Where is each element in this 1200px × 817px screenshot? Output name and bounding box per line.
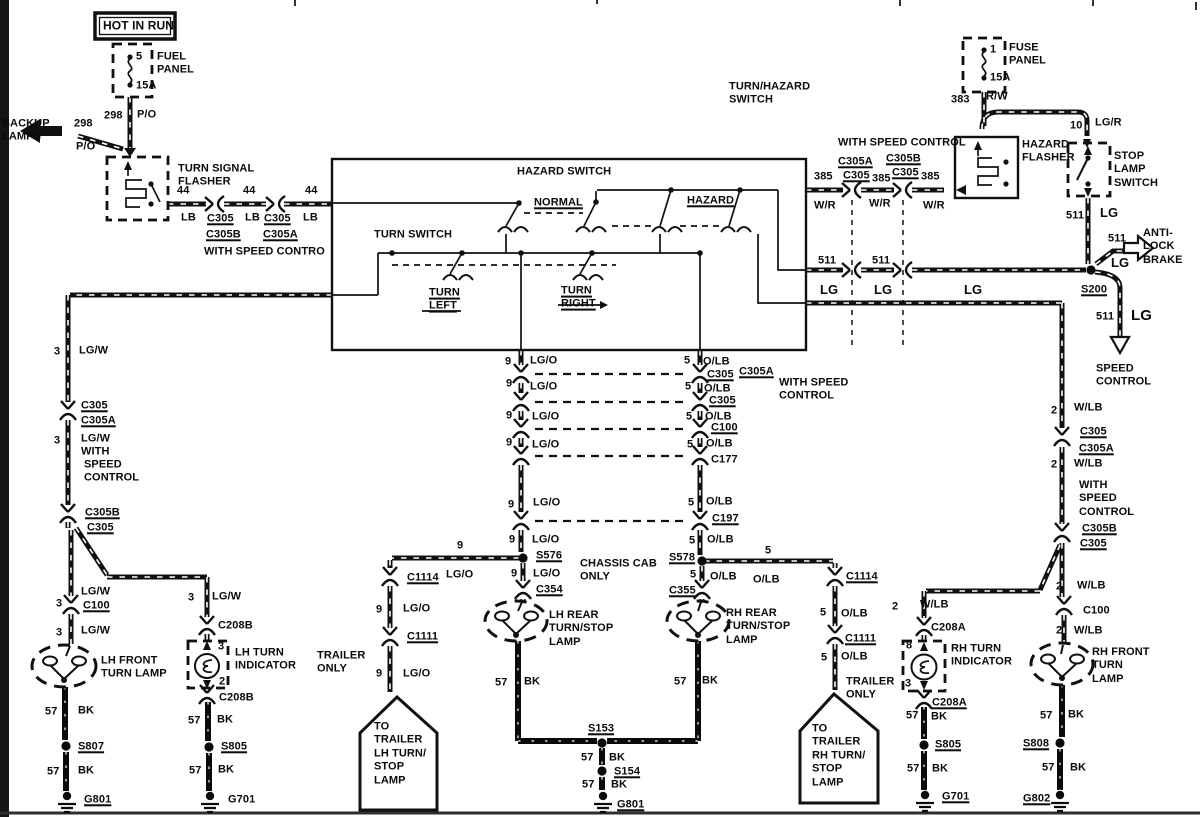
connector-icon — [691, 510, 709, 531]
ground-g701-right-icon — [916, 790, 934, 813]
connector-icon — [512, 445, 530, 466]
splice-s805-right-icon — [919, 740, 929, 750]
connector-icon — [691, 445, 709, 466]
trailer-rh-connector-shape — [798, 691, 880, 805]
connector-icon — [265, 195, 286, 213]
connector-icon — [691, 391, 709, 412]
trailer-lh-connector-shape — [358, 694, 439, 812]
connector-icon — [62, 594, 80, 615]
connector-icon — [892, 181, 913, 199]
connector-icon — [512, 418, 530, 439]
ground-symbols — [58, 790, 1069, 814]
connector-icon — [381, 626, 399, 647]
lh-rear-turn-stop-lamp-symbol — [483, 599, 549, 643]
splice-s578-icon — [697, 556, 707, 566]
connector-icon — [381, 566, 399, 587]
hot-in-run-tag — [93, 11, 177, 41]
connector-icon — [841, 261, 862, 279]
rh-front-turn-lamp-symbol — [1029, 641, 1095, 687]
lh-front-turn-lamp-symbol — [30, 643, 98, 689]
connector-icon — [691, 418, 709, 439]
connector-icon — [512, 391, 530, 412]
connector-link-dashes — [535, 200, 904, 523]
splice-s808-icon — [1055, 738, 1065, 748]
splice-s576-icon — [518, 553, 528, 563]
connector-icon — [915, 616, 933, 637]
rh-rear-turn-stop-lamp-symbol — [665, 599, 731, 643]
splice-dots — [61, 265, 1096, 776]
fuse-panel-right-symbol — [961, 36, 1007, 94]
connector-icon — [204, 195, 225, 213]
splice-s153-icon — [597, 738, 607, 748]
connector-icon — [59, 400, 77, 421]
connector-icon — [1053, 522, 1071, 543]
speed-control-arrow — [1109, 335, 1131, 356]
lh-turn-indicator-symbol — [186, 639, 230, 690]
connector-icon — [1055, 595, 1073, 616]
anti-lock-brake-arrow — [1122, 233, 1155, 263]
splice-s200-icon — [1086, 265, 1096, 275]
backup-lamps-arrow — [20, 119, 62, 143]
rh-turn-indicator-symbol — [901, 639, 947, 693]
connector-icon — [915, 689, 933, 710]
ground-g802-icon — [1051, 790, 1069, 813]
splice-s805-left-icon — [204, 742, 214, 752]
connector-icon — [198, 684, 216, 705]
connector-icon — [198, 615, 216, 636]
turn-hazard-switch-box — [330, 157, 808, 352]
connector-icon — [841, 181, 862, 199]
splice-s807-icon — [61, 741, 71, 751]
connector-icon — [514, 579, 532, 600]
connector-icon — [59, 503, 77, 524]
connector-icon — [512, 363, 530, 384]
splice-s154-icon — [597, 766, 607, 776]
connector-icon — [691, 363, 709, 384]
connector-icon — [512, 510, 530, 531]
connector-icon — [826, 566, 844, 587]
connector-symbols — [59, 181, 1073, 710]
ground-g801-center-icon — [594, 791, 612, 814]
hazard-flasher-symbol — [953, 135, 1020, 200]
connector-icon — [826, 624, 844, 645]
connector-icon — [693, 579, 711, 600]
ground-g701-left-icon — [201, 791, 219, 814]
turn-signal-flasher-symbol — [105, 155, 170, 222]
stop-lamp-switch-symbol — [1066, 139, 1112, 198]
connector-icon — [892, 261, 913, 279]
connector-icon — [1053, 426, 1071, 447]
fuel-panel-left-symbol — [111, 42, 154, 157]
ground-g801-left-icon — [58, 791, 76, 814]
wires — [62, 92, 1124, 791]
